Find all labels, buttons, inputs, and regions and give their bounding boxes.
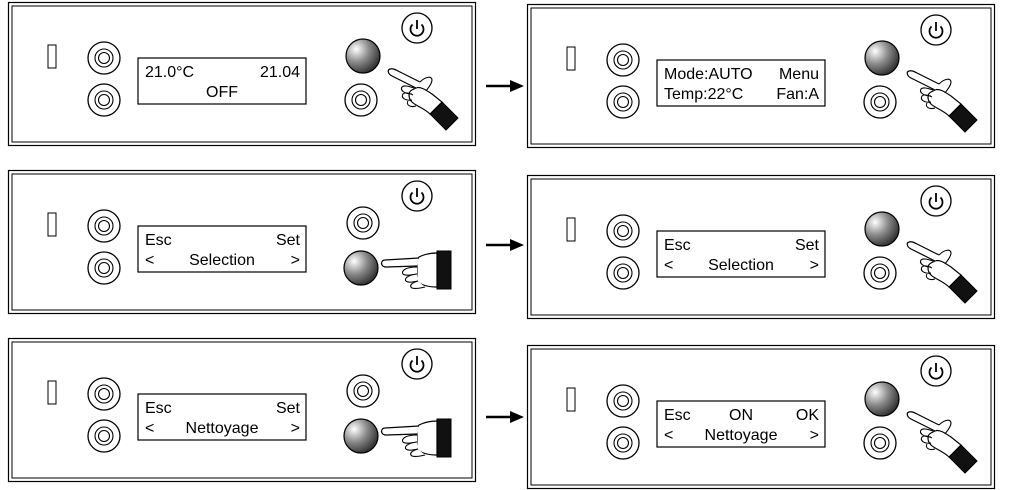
arrow-right-icon	[486, 239, 524, 251]
top-button-pressed[interactable]	[864, 211, 900, 247]
status-led	[47, 380, 57, 405]
power-button[interactable]	[401, 180, 433, 212]
lcd-line2-left: Temp:22°C	[664, 86, 743, 103]
bottom-button[interactable]	[863, 256, 897, 290]
pointing-hand-icon	[906, 411, 978, 474]
left-knob-bottom[interactable]	[606, 256, 640, 290]
power-icon	[928, 196, 944, 210]
left-knob-top[interactable]	[606, 43, 640, 77]
power-icon	[928, 25, 944, 39]
lcd-display: Esc ON OK < Nettoyage >	[656, 400, 826, 448]
lcd-line1-center: ON	[729, 407, 753, 424]
lcd-line1-right: 21.04	[260, 64, 300, 81]
lcd-line1-right: Set	[795, 237, 820, 254]
lcd-line1-left: Esc	[664, 407, 691, 424]
left-knob-bottom[interactable]	[606, 426, 640, 460]
power-button[interactable]	[401, 348, 433, 380]
bottom-button[interactable]	[863, 85, 897, 119]
lcd-line2-right: >	[810, 257, 819, 274]
arrow-right-icon	[486, 411, 524, 423]
status-led	[566, 46, 576, 71]
lcd-line2-right: >	[291, 252, 300, 269]
power-icon	[409, 23, 425, 37]
left-knob-top[interactable]	[87, 209, 121, 243]
top-button[interactable]	[346, 374, 380, 408]
power-button[interactable]	[920, 14, 952, 46]
lcd-line1-right: OK	[796, 407, 819, 424]
top-button-pressed[interactable]	[345, 38, 381, 74]
pointing-hand-icon	[906, 70, 978, 133]
lcd-line2-left: <	[145, 252, 154, 269]
top-button[interactable]	[346, 206, 380, 240]
lcd-line1-left: 21.0°C	[145, 64, 194, 81]
control-panel-p3: Esc Set < Selection >	[7, 169, 477, 315]
lcd-line2-left: <	[664, 427, 673, 444]
left-knob-bottom[interactable]	[87, 251, 121, 285]
lcd-line1-left: Esc	[145, 400, 172, 417]
bottom-button-pressed[interactable]	[343, 418, 379, 454]
power-button[interactable]	[920, 185, 952, 217]
lcd-line2-center: Nettoyage	[186, 420, 259, 437]
status-led	[566, 217, 576, 242]
lcd-display: Esc Set < Nettoyage >	[137, 393, 307, 441]
lcd-line2-left: <	[145, 420, 154, 437]
status-led	[566, 387, 576, 412]
pointing-hand-icon	[381, 250, 452, 290]
lcd-line2-right: >	[810, 427, 819, 444]
lcd-display: Esc Set < Selection >	[137, 225, 307, 273]
power-button[interactable]	[401, 12, 433, 44]
pointing-hand-icon	[387, 68, 459, 131]
lcd-line1-right: Set	[276, 400, 301, 417]
left-knob-top[interactable]	[606, 384, 640, 418]
power-icon	[409, 359, 425, 373]
lcd-line1-left: Mode:AUTO	[664, 66, 753, 83]
lcd-line2-center: Selection	[189, 252, 255, 269]
lcd-line1-right: Menu	[779, 66, 819, 83]
lcd-line1-right: Set	[276, 232, 301, 249]
lcd-display: Esc Set < Selection >	[656, 230, 826, 278]
arrow-right-icon	[486, 80, 524, 92]
lcd-line2-center: Nettoyage	[705, 427, 778, 444]
left-knob-top[interactable]	[87, 41, 121, 75]
lcd-line2-center: Selection	[708, 257, 774, 274]
control-panel-p6: Esc ON OK < Nettoyage >	[526, 344, 996, 490]
power-icon	[409, 191, 425, 205]
left-knob-top[interactable]	[87, 377, 121, 411]
control-panel-p4: Esc Set < Selection >	[526, 174, 996, 320]
lcd-line1-left: Esc	[664, 237, 691, 254]
pointing-hand-icon	[906, 241, 978, 304]
left-knob-bottom[interactable]	[87, 419, 121, 453]
top-button-pressed[interactable]	[864, 40, 900, 76]
bottom-button-pressed[interactable]	[343, 250, 379, 286]
status-led	[47, 212, 57, 237]
power-button[interactable]	[920, 355, 952, 387]
control-panel-p5: Esc Set < Nettoyage >	[7, 337, 477, 483]
pointing-hand-icon	[381, 418, 452, 458]
bottom-button[interactable]	[344, 83, 378, 117]
lcd-line2-center: OFF	[206, 84, 238, 101]
left-knob-bottom[interactable]	[606, 85, 640, 119]
lcd-line1-left: Esc	[145, 232, 172, 249]
status-led	[47, 44, 57, 69]
top-button-pressed[interactable]	[864, 381, 900, 417]
left-knob-top[interactable]	[606, 214, 640, 248]
lcd-line2-right: >	[291, 420, 300, 437]
lcd-line2-left: <	[664, 257, 673, 274]
left-knob-bottom[interactable]	[87, 83, 121, 117]
power-icon	[928, 366, 944, 380]
lcd-line2-right: Fan:A	[776, 86, 819, 103]
bottom-button[interactable]	[863, 426, 897, 460]
